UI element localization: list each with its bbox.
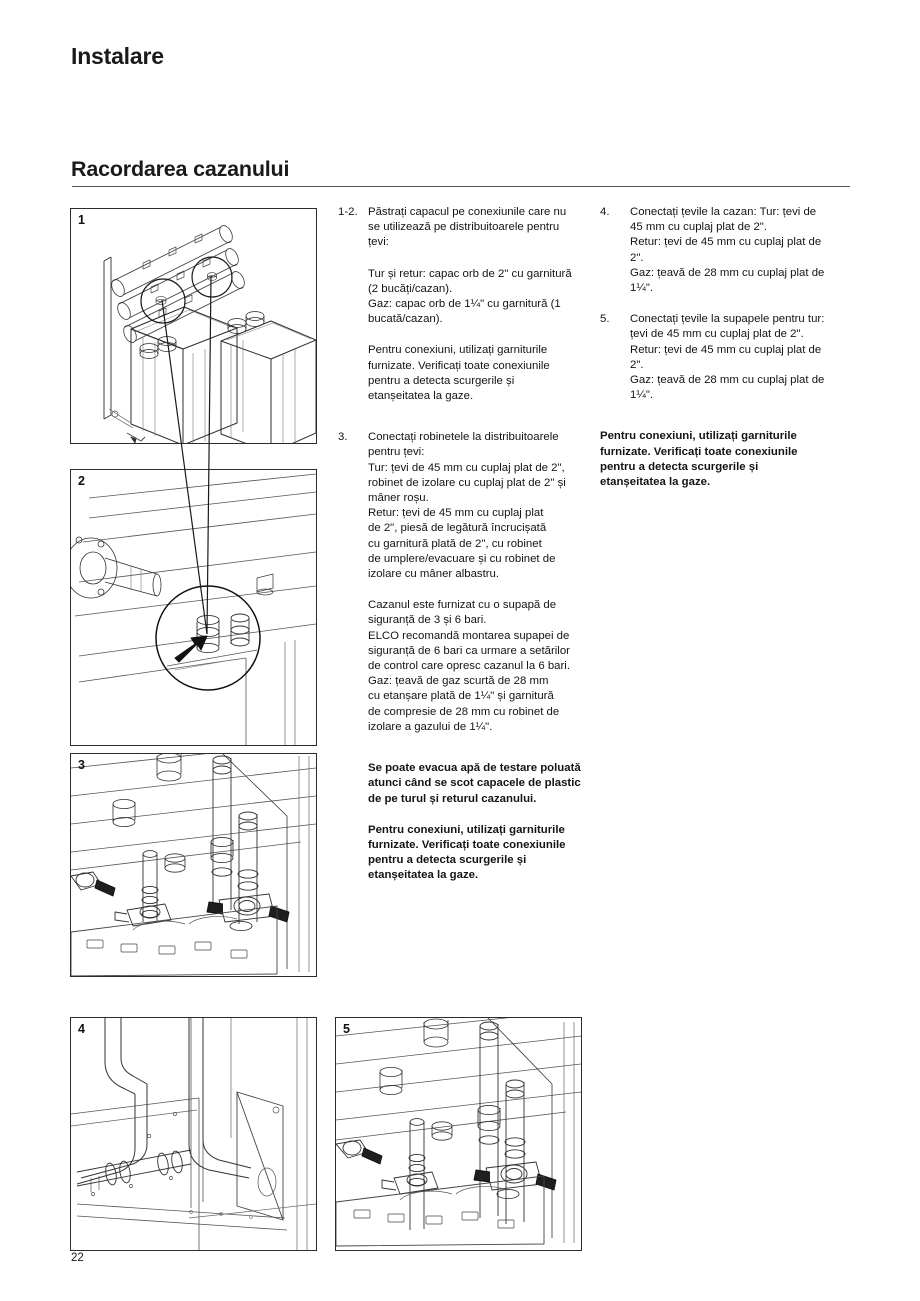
spacer bbox=[600, 296, 850, 312]
figure-number-5: 5 bbox=[343, 1022, 350, 1036]
item-text: Păstrați capacul pe conexiunile care nu … bbox=[368, 206, 567, 249]
figure-panel-3: 3 bbox=[70, 753, 317, 977]
paragraph-bold-drain: Se poate evacua apă de testare poluată a… bbox=[368, 762, 581, 805]
item-number: 3. bbox=[338, 431, 348, 444]
item-text: Conectați robinetele la distribuitoarele… bbox=[368, 431, 559, 459]
figure-1-illustration bbox=[103, 225, 316, 443]
figure-3-illustration bbox=[71, 754, 316, 976]
instruction-item-5: 5. Conectați țevile la supapele pentru t… bbox=[600, 312, 850, 403]
figure-5-illustration bbox=[336, 1018, 581, 1247]
paragraph-gaskets-note: Pentru conexiuni, utilizați garniturile … bbox=[368, 344, 550, 403]
instruction-item-1-2: 1-2. Păstrați capacul pe conexiunile car… bbox=[338, 205, 583, 251]
paragraph-caps: Tur și retur: capac orb de 2" cu garnitu… bbox=[368, 267, 572, 326]
spacer bbox=[600, 403, 850, 429]
item-number: 5. bbox=[600, 313, 610, 326]
instruction-item-3: 3. Conectați robinetele la distribuitoar… bbox=[338, 430, 583, 460]
text-column-right: 4. Conectați țevile la cazan: Tur: țevi … bbox=[600, 205, 850, 490]
figure-2-illustration bbox=[71, 473, 316, 745]
figure-number-1: 1 bbox=[78, 213, 85, 227]
spacer bbox=[338, 582, 583, 598]
paragraph-bold-gaskets: Pentru conexiuni, utilizați garniturile … bbox=[368, 823, 566, 882]
figure-number-2: 2 bbox=[78, 474, 85, 488]
figure-panel-1: 1 bbox=[70, 208, 317, 444]
page-number: 22 bbox=[71, 1252, 84, 1264]
paragraph-safety-valve: Cazanul este furnizat cu o supapă de sig… bbox=[368, 599, 570, 733]
text-column-middle: 1-2. Păstrați capacul pe conexiunile car… bbox=[338, 205, 583, 884]
chapter-title: Instalare bbox=[71, 43, 164, 69]
instruction-item-4: 4. Conectați țevile la cazan: Tur: țevi … bbox=[600, 205, 850, 296]
spacer bbox=[338, 251, 583, 267]
figure-4-illustration bbox=[71, 1018, 316, 1250]
page-title: Racordarea cazanului bbox=[71, 157, 290, 181]
item-number: 1-2. bbox=[338, 206, 358, 218]
figure-number-4: 4 bbox=[78, 1022, 85, 1036]
spacer bbox=[338, 735, 583, 761]
figure-number-3: 3 bbox=[78, 758, 85, 772]
figure-panel-4: 4 bbox=[70, 1017, 317, 1251]
paragraph-bold-gaskets: Pentru conexiuni, utilizați garniturile … bbox=[600, 430, 798, 489]
spacer bbox=[338, 327, 583, 343]
spacer bbox=[338, 807, 583, 823]
item-text: Conectați țevile la supapele pentru tur:… bbox=[630, 313, 825, 402]
item-text: Conectați țevile la cazan: Tur: țevi de … bbox=[630, 206, 825, 295]
figure-panel-2: 2 bbox=[70, 469, 317, 746]
figure-panel-5: 5 bbox=[335, 1017, 582, 1251]
spacer bbox=[338, 404, 583, 430]
section-divider bbox=[72, 186, 850, 187]
item-number: 4. bbox=[600, 206, 610, 218]
item-3-details: Tur: țevi de 45 mm cu cuplaj plat de 2",… bbox=[368, 461, 566, 581]
